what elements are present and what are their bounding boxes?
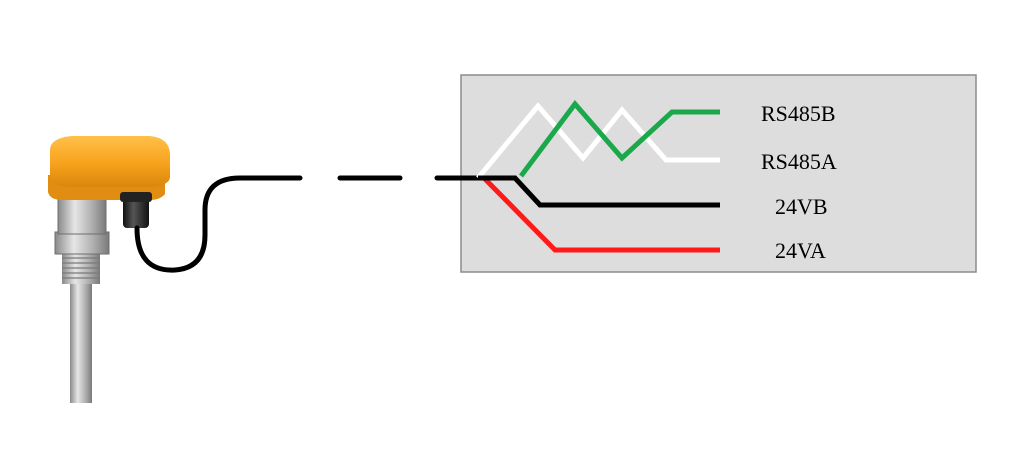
label-24vb: 24VB	[775, 194, 828, 219]
label-rs485b: RS485B	[761, 101, 836, 126]
temperature-sensor-device	[48, 136, 170, 403]
label-rs485a: RS485A	[761, 149, 837, 174]
hex-nut	[54, 231, 110, 255]
cable-gland	[123, 198, 149, 228]
wire-24vb	[478, 175, 720, 208]
wire-rs485b	[519, 100, 720, 178]
wire-24va	[482, 176, 720, 253]
sensor-probe	[70, 255, 92, 403]
housing-lid	[50, 136, 170, 187]
sensor-cable	[134, 175, 481, 273]
label-24va: 24VA	[775, 238, 826, 263]
